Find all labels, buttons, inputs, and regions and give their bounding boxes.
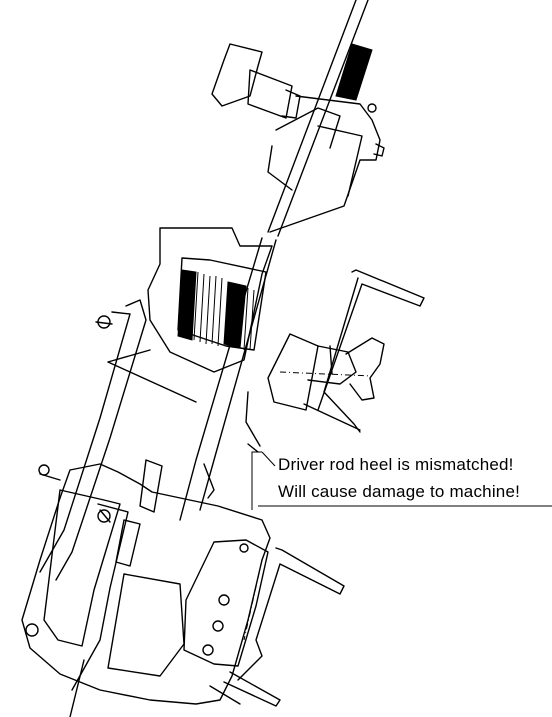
wing-screw (267, 333, 385, 411)
spring-clip (303, 269, 425, 433)
side-plate (39, 299, 197, 581)
gear-housing (147, 227, 273, 373)
gear-teeth (177, 269, 255, 351)
driver-rod (179, 0, 369, 521)
lower-carriage (21, 459, 271, 705)
knurled-knob (211, 43, 373, 119)
callout-leader (251, 451, 552, 510)
upper-bracket (267, 95, 385, 233)
tail-line (69, 659, 85, 717)
driver-rod-heel (203, 391, 261, 499)
callout-text-line-1: Driver rod heel is mismatched! (278, 455, 514, 474)
callout-text-line-2: Will cause damage to machine! (278, 482, 520, 501)
right-lower-block (183, 539, 345, 707)
